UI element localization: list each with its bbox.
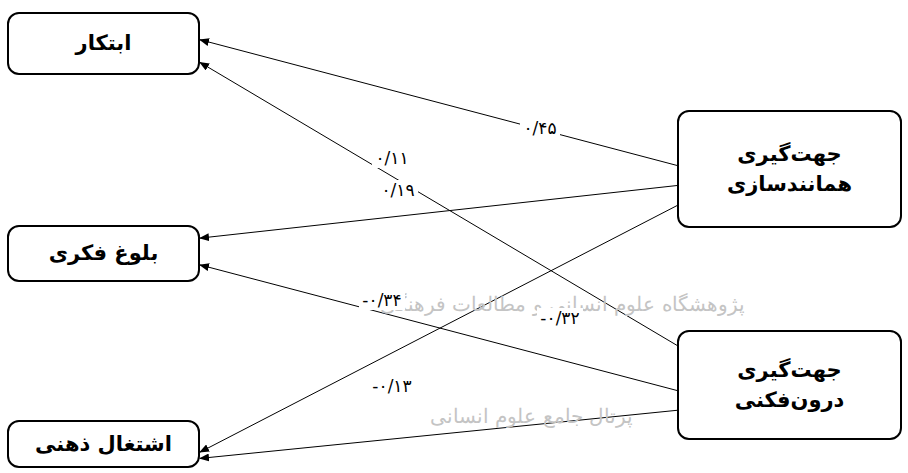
path-arrow [200,206,677,453]
watermark: پرتال جامع علوم انسانی [430,404,633,428]
path-coefficient: ٠/۴۵ [520,118,559,138]
path-coefficient: -٠/٣۴ [359,290,404,310]
node-text: جهت‌گیری همانندسازی [691,139,888,200]
node-text: ابتکار [76,28,132,58]
node-text: جهت‌گیری درون‌فکنی [691,355,888,416]
outcome-box: بلوغ فکری [7,225,200,282]
path-arrow [200,265,677,391]
outcome-box: ابتکار [7,12,200,75]
path-arrow [200,186,677,239]
path-arrow [200,40,677,166]
predictor-box: جهت‌گیری درون‌فکنی [677,330,902,440]
path-coefficient: -٠/٣٢ [537,308,582,328]
path-coefficient: -٠/١٣ [369,376,414,396]
outcome-box: اشتغال ذهنی [7,420,200,468]
path-coefficient: ٠/١١ [372,148,411,168]
predictor-box: جهت‌گیری همانندسازی [677,110,902,228]
node-text: اشتغال ذهنی [35,429,172,459]
path-coefficient: ٠/١٩ [378,180,417,200]
node-text: بلوغ فکری [49,238,159,268]
